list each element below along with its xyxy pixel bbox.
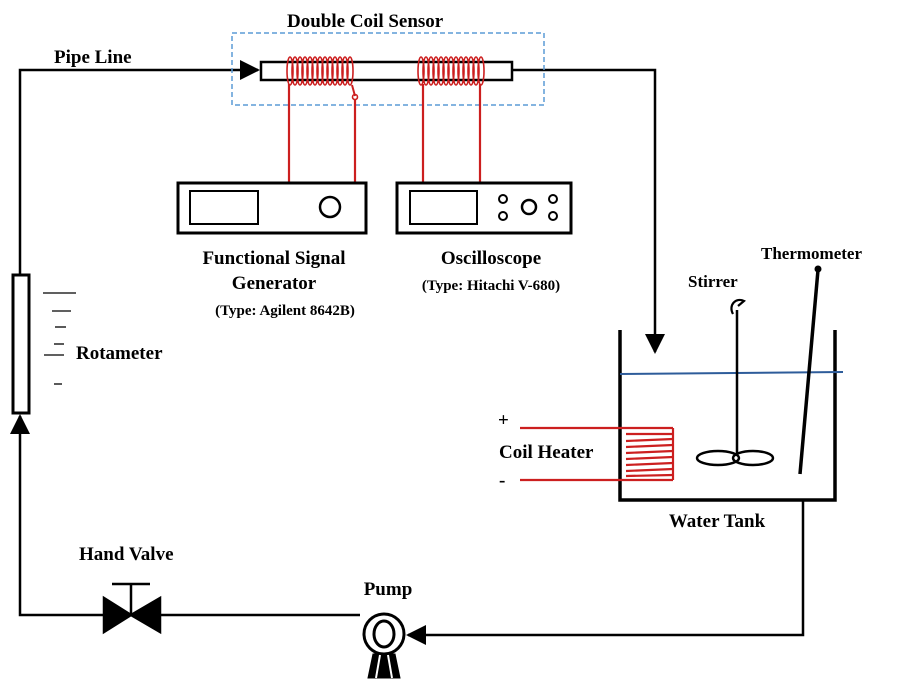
coil-heater-icon bbox=[520, 426, 675, 482]
oscilloscope-icon bbox=[395, 181, 573, 235]
signal-generator-icon bbox=[176, 181, 368, 235]
pipe-line-label: Pipe Line bbox=[54, 47, 132, 68]
thermometer-label: Thermometer bbox=[761, 244, 862, 263]
thermometer-icon bbox=[798, 265, 822, 475]
labels: Double Coil Sensor Pipe Line Functional … bbox=[54, 11, 862, 600]
water-level bbox=[619, 371, 844, 375]
coil-heater-label: Coil Heater bbox=[499, 442, 594, 463]
oscilloscope-type-label: (Type: Hitachi V-680) bbox=[422, 278, 560, 294]
stirrer-icon bbox=[695, 298, 775, 467]
double-coil-sensor-label: Double Coil Sensor bbox=[287, 11, 444, 32]
rotameter-label: Rotameter bbox=[76, 343, 163, 364]
sensor-dashed-box bbox=[231, 32, 545, 106]
rotameter-icon bbox=[11, 273, 76, 415]
heater-plus-label: + bbox=[498, 410, 509, 431]
sensor-lead-wires bbox=[287, 84, 482, 183]
pipe-line bbox=[9, 60, 805, 645]
water-tank-label: Water Tank bbox=[669, 511, 766, 532]
pump-icon bbox=[362, 612, 406, 679]
oscilloscope-label: Oscilloscope bbox=[441, 248, 541, 269]
water-tank bbox=[618, 330, 844, 502]
signal-generator-label-line1: Functional Signal bbox=[202, 248, 345, 269]
hand-valve-label: Hand Valve bbox=[79, 544, 174, 565]
stirrer-label: Stirrer bbox=[688, 272, 738, 291]
heater-minus-label: - bbox=[499, 470, 505, 491]
pump-label: Pump bbox=[364, 579, 413, 600]
signal-generator-label-line2: Generator bbox=[232, 273, 317, 294]
signal-generator-type-label: (Type: Agilent 8642B) bbox=[215, 303, 355, 319]
double-coil-sensor bbox=[231, 32, 545, 183]
hand-valve-icon bbox=[102, 582, 162, 635]
sensor-coil-left bbox=[286, 56, 359, 101]
